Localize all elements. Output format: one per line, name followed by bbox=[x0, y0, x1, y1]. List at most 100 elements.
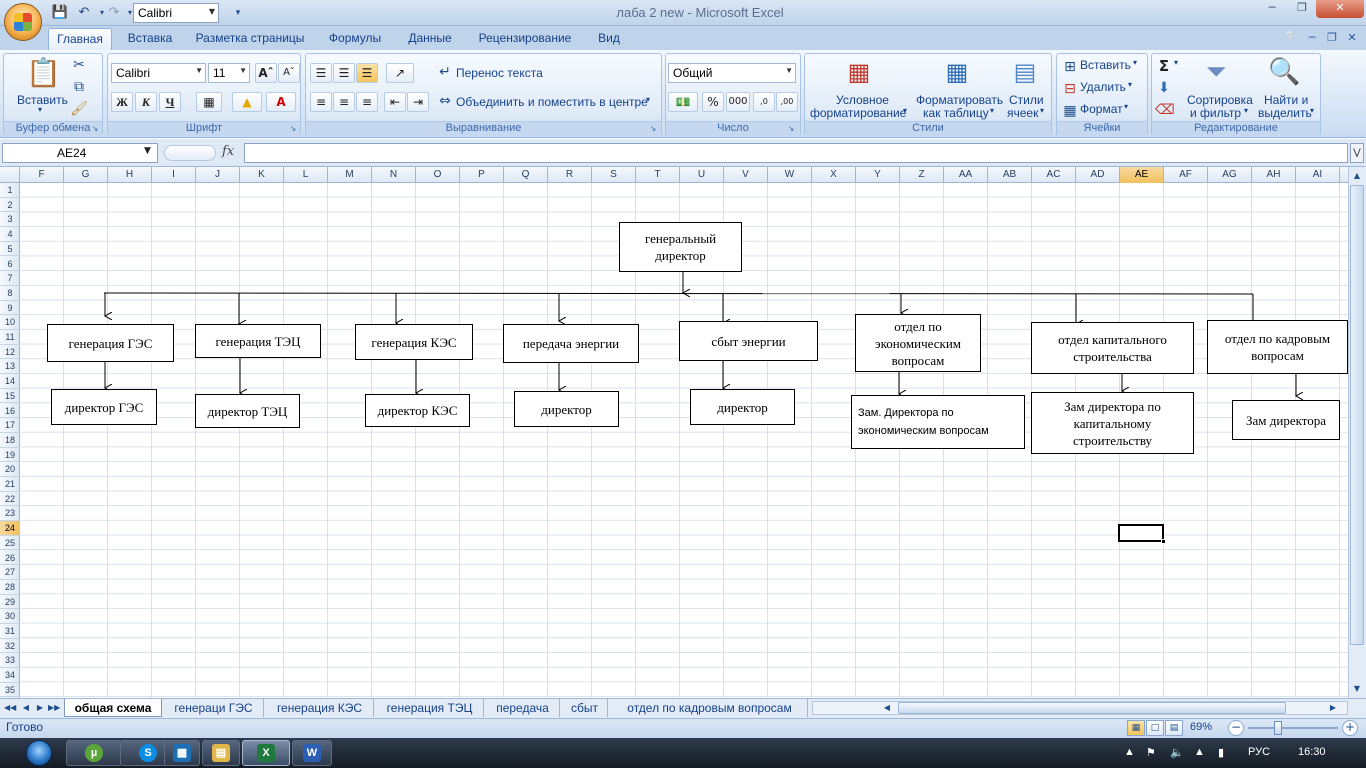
increase-decimal-icon[interactable]: ,0 bbox=[753, 92, 775, 112]
row-header[interactable]: 18 bbox=[0, 433, 20, 448]
help-icon[interactable]: ❔ bbox=[1283, 31, 1297, 44]
column-header[interactable]: F bbox=[20, 167, 64, 183]
column-header[interactable]: H bbox=[108, 167, 152, 183]
column-header[interactable]: AG bbox=[1208, 167, 1252, 183]
number-format-combo[interactable]: Общий▼ bbox=[668, 63, 796, 83]
chevron-down-icon[interactable]: ▼ bbox=[195, 66, 203, 75]
find-select-label-1[interactable]: Найти и bbox=[1264, 93, 1309, 107]
column-header[interactable]: N bbox=[372, 167, 416, 183]
increase-indent-icon[interactable]: ⇥ bbox=[407, 92, 429, 112]
tab-review[interactable]: Рецензирование bbox=[478, 31, 572, 45]
merge-center-button[interactable]: Объединить и поместить в центре bbox=[456, 95, 648, 109]
column-header[interactable]: L bbox=[284, 167, 328, 183]
column-header[interactable]: S bbox=[592, 167, 636, 183]
cell-styles-icon[interactable]: ▤ bbox=[1013, 58, 1037, 86]
sheet-tab[interactable]: сбыт bbox=[562, 699, 608, 717]
column-header[interactable]: G bbox=[64, 167, 108, 183]
page-break-view-icon[interactable]: ▤ bbox=[1165, 720, 1183, 736]
shrink-font-icon[interactable]: Aˇ bbox=[278, 63, 300, 83]
row-header[interactable]: 7 bbox=[0, 271, 20, 286]
column-header[interactable]: T bbox=[636, 167, 680, 183]
delete-cells-button[interactable]: Удалить bbox=[1080, 80, 1126, 94]
chevron-down-icon[interactable]: ▾ bbox=[1040, 106, 1045, 115]
column-header[interactable]: V bbox=[724, 167, 768, 183]
chevron-down-icon[interactable]: ▾ bbox=[990, 106, 995, 115]
wrap-text-button[interactable]: Перенос текста bbox=[456, 66, 543, 80]
find-select-icon[interactable]: 🔍 bbox=[1268, 57, 1301, 87]
action-center-icon[interactable]: ⚑ bbox=[1146, 747, 1156, 759]
chevron-down-icon[interactable]: ▾ bbox=[646, 95, 651, 104]
next-sheet-icon[interactable]: ▶ bbox=[36, 703, 44, 712]
zoom-in-icon[interactable]: + bbox=[1342, 720, 1358, 736]
row-header[interactable]: 33 bbox=[0, 653, 20, 669]
row-header[interactable]: 10 bbox=[0, 315, 20, 330]
prev-sheet-icon[interactable]: ◀ bbox=[22, 703, 30, 712]
last-sheet-icon[interactable]: ▶▶ bbox=[48, 703, 61, 712]
row-header[interactable]: 8 bbox=[0, 286, 20, 301]
row-header[interactable]: 31 bbox=[0, 624, 20, 639]
workbook-minimize-icon[interactable]: ─ bbox=[1308, 31, 1316, 44]
format-painter-icon[interactable]: 🖌 bbox=[70, 101, 88, 117]
battery-icon[interactable]: ▮ bbox=[1218, 747, 1225, 759]
restore-icon[interactable]: ❐ bbox=[1297, 1, 1307, 14]
underline-button[interactable]: Ч bbox=[159, 92, 181, 112]
decrease-decimal-icon[interactable]: ,00 bbox=[776, 92, 798, 112]
row-header[interactable]: 26 bbox=[0, 551, 20, 566]
tab-formulas[interactable]: Формулы bbox=[328, 31, 382, 45]
chevron-down-icon[interactable]: ▼ bbox=[785, 66, 793, 75]
sort-filter-label-1[interactable]: Сортировка bbox=[1187, 93, 1253, 107]
grow-font-icon[interactable]: Aˆ bbox=[255, 63, 277, 83]
column-header[interactable]: AC bbox=[1032, 167, 1076, 183]
save-icon[interactable]: 💾 bbox=[51, 5, 69, 20]
zoom-level[interactable]: 69% bbox=[1190, 721, 1213, 733]
name-box[interactable]: AE24 bbox=[2, 143, 158, 163]
conditional-format-label-2[interactable]: форматирование bbox=[810, 106, 907, 120]
format-as-table-icon[interactable]: ▦ bbox=[945, 58, 969, 86]
network-icon[interactable]: ▲ bbox=[1194, 746, 1205, 758]
tab-page-layout[interactable]: Разметка страницы bbox=[195, 31, 305, 45]
undo-dropdown-icon[interactable]: ▾ bbox=[99, 8, 104, 17]
column-header[interactable]: Z bbox=[900, 167, 944, 183]
column-header[interactable]: Y bbox=[856, 167, 900, 183]
column-header[interactable]: I bbox=[152, 167, 196, 183]
column-header[interactable]: R bbox=[548, 167, 592, 183]
chevron-down-icon[interactable]: ▾ bbox=[1128, 80, 1133, 89]
scroll-up-icon[interactable]: ▲ bbox=[1353, 171, 1361, 180]
row-header[interactable]: 6 bbox=[0, 257, 20, 272]
volume-icon[interactable]: 🔈 bbox=[1170, 747, 1184, 759]
chevron-down-icon[interactable]: ▾ bbox=[903, 106, 908, 115]
column-header[interactable]: AD bbox=[1076, 167, 1120, 183]
italic-button[interactable]: К bbox=[135, 92, 157, 112]
formula-input[interactable] bbox=[244, 143, 1348, 163]
row-header[interactable]: 2 bbox=[0, 198, 20, 213]
customize-qat-icon[interactable]: ▾ bbox=[235, 8, 241, 18]
row-header[interactable]: 12 bbox=[0, 345, 20, 360]
row-header[interactable]: 13 bbox=[0, 359, 20, 375]
sort-filter-icon[interactable]: ⏷ bbox=[1205, 57, 1227, 87]
clear-icon[interactable]: ⌫ bbox=[1155, 102, 1175, 118]
paste-icon[interactable]: 📋 bbox=[26, 56, 61, 89]
column-header[interactable]: U bbox=[680, 167, 724, 183]
paste-dropdown-icon[interactable]: ▾ bbox=[38, 105, 43, 114]
fill-color-icon[interactable]: ▲ bbox=[232, 92, 262, 112]
zoom-slider-handle[interactable] bbox=[1274, 721, 1282, 735]
align-bottom-icon[interactable]: ☰ bbox=[356, 63, 378, 83]
row-header[interactable]: 35 bbox=[0, 683, 20, 698]
scroll-right-icon[interactable]: ▶ bbox=[1329, 703, 1337, 712]
row-header[interactable]: 24 bbox=[0, 521, 20, 536]
row-header[interactable]: 30 bbox=[0, 609, 20, 624]
taskbar-app-utorrent[interactable]: µ bbox=[66, 740, 122, 766]
row-header[interactable]: 21 bbox=[0, 477, 20, 492]
row-header[interactable]: 25 bbox=[0, 536, 20, 551]
chevron-down-icon[interactable]: ▼ bbox=[239, 66, 247, 75]
insert-function-button[interactable]: fx bbox=[222, 144, 235, 159]
row-header[interactable]: 9 bbox=[0, 301, 20, 316]
tab-view[interactable]: Вид bbox=[598, 31, 620, 45]
chevron-down-icon[interactable]: ▾ bbox=[1310, 106, 1315, 115]
cell-styles-label-2[interactable]: ячеек bbox=[1007, 106, 1039, 120]
row-header[interactable]: 4 bbox=[0, 227, 20, 242]
fill-handle[interactable] bbox=[1161, 539, 1166, 544]
align-center-icon[interactable]: ≡ bbox=[333, 92, 355, 112]
workbook-restore-icon[interactable]: ❐ bbox=[1327, 31, 1337, 44]
tab-data[interactable]: Данные bbox=[408, 31, 452, 45]
